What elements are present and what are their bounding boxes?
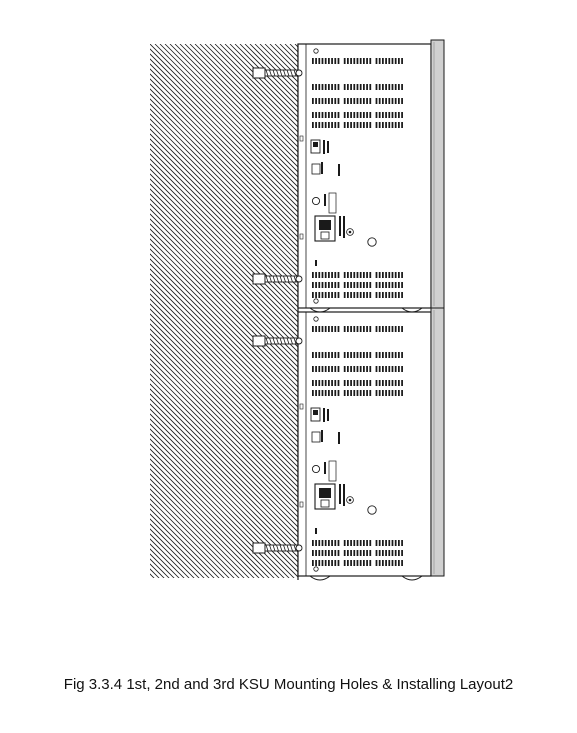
figure-caption: Fig 3.3.4 1st, 2nd and 3rd KSU Mounting … bbox=[63, 676, 514, 693]
mounting-screw bbox=[252, 335, 303, 347]
ksu-unit-lower bbox=[297, 307, 445, 581]
mounting-screws bbox=[252, 67, 303, 554]
wall-hatching bbox=[150, 44, 298, 578]
mounting-screw bbox=[252, 542, 303, 554]
ksu-unit-upper bbox=[297, 39, 445, 313]
ksu-installation-diagram bbox=[150, 39, 445, 581]
mounting-screw bbox=[252, 273, 303, 285]
mounting-screw bbox=[252, 67, 303, 79]
